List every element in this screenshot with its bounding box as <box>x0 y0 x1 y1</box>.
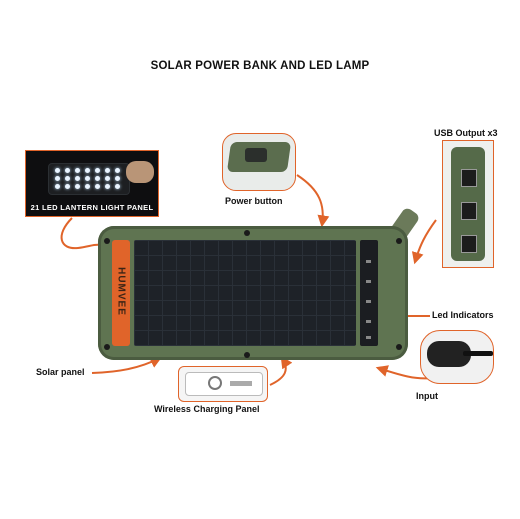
indicator-3 <box>366 300 371 303</box>
wireless-inset <box>178 366 268 402</box>
usb-port-2 <box>461 202 477 220</box>
lantern-hand <box>126 161 154 183</box>
led-dot <box>75 184 80 189</box>
brand-logo: HUMVEE <box>115 267 127 316</box>
power-bank-device: HUMVEE <box>98 226 408 360</box>
led-grid <box>55 168 125 192</box>
solar-panel <box>134 240 356 346</box>
input-cable <box>463 351 493 356</box>
usb-inset <box>442 140 494 268</box>
led-dot <box>115 168 120 173</box>
usb-output-label: USB Output x3 <box>434 128 498 138</box>
led-dot <box>55 184 60 189</box>
led-dot <box>115 184 120 189</box>
led-dot <box>75 176 80 181</box>
input-label: Input <box>416 391 438 401</box>
led-dot <box>85 176 90 181</box>
screw-tl <box>104 238 110 244</box>
led-dot <box>105 176 110 181</box>
led-indicator-strip <box>360 240 378 346</box>
screw-bottom <box>244 352 250 358</box>
led-dot <box>95 184 100 189</box>
wireless-label: Wireless Charging Panel <box>154 404 260 414</box>
power-button-inset <box>222 133 296 191</box>
power-button-image <box>245 148 267 162</box>
led-dot <box>105 168 110 173</box>
indicator-5 <box>366 336 371 339</box>
led-dot <box>65 168 70 173</box>
page-title: SOLAR POWER BANK AND LED LAMP <box>150 60 370 72</box>
input-inset <box>420 330 494 384</box>
led-dot <box>95 176 100 181</box>
lantern-panel-image <box>48 163 130 195</box>
lantern-inset: 21 LED LANTERN LIGHT PANEL <box>25 150 159 217</box>
led-dot <box>65 184 70 189</box>
led-dot <box>85 184 90 189</box>
wireless-charge-icon <box>208 376 222 390</box>
wireless-pad <box>185 372 263 396</box>
led-dot <box>85 168 90 173</box>
led-dot <box>105 184 110 189</box>
led-dot <box>55 176 60 181</box>
led-indicators-label: Led Indicators <box>432 310 494 320</box>
usb-side-housing <box>451 147 485 261</box>
screw-br <box>396 344 402 350</box>
screw-bl <box>104 344 110 350</box>
indicator-4 <box>366 320 371 323</box>
indicator-2 <box>366 280 371 283</box>
usb-port-1 <box>461 169 477 187</box>
screw-tr <box>396 238 402 244</box>
wireless-logo <box>230 381 252 386</box>
led-dot <box>55 168 60 173</box>
power-button-label: Power button <box>225 196 283 206</box>
led-dot <box>65 176 70 181</box>
led-dot <box>75 168 80 173</box>
screw-top <box>244 230 250 236</box>
led-dot <box>115 176 120 181</box>
indicator-1 <box>366 260 371 263</box>
led-dot <box>95 168 100 173</box>
usb-port-3 <box>461 235 477 253</box>
solar-panel-label: Solar panel <box>36 367 85 377</box>
brand-strip: HUMVEE <box>112 240 130 346</box>
lantern-label: 21 LED LANTERN LIGHT PANEL <box>30 203 154 212</box>
